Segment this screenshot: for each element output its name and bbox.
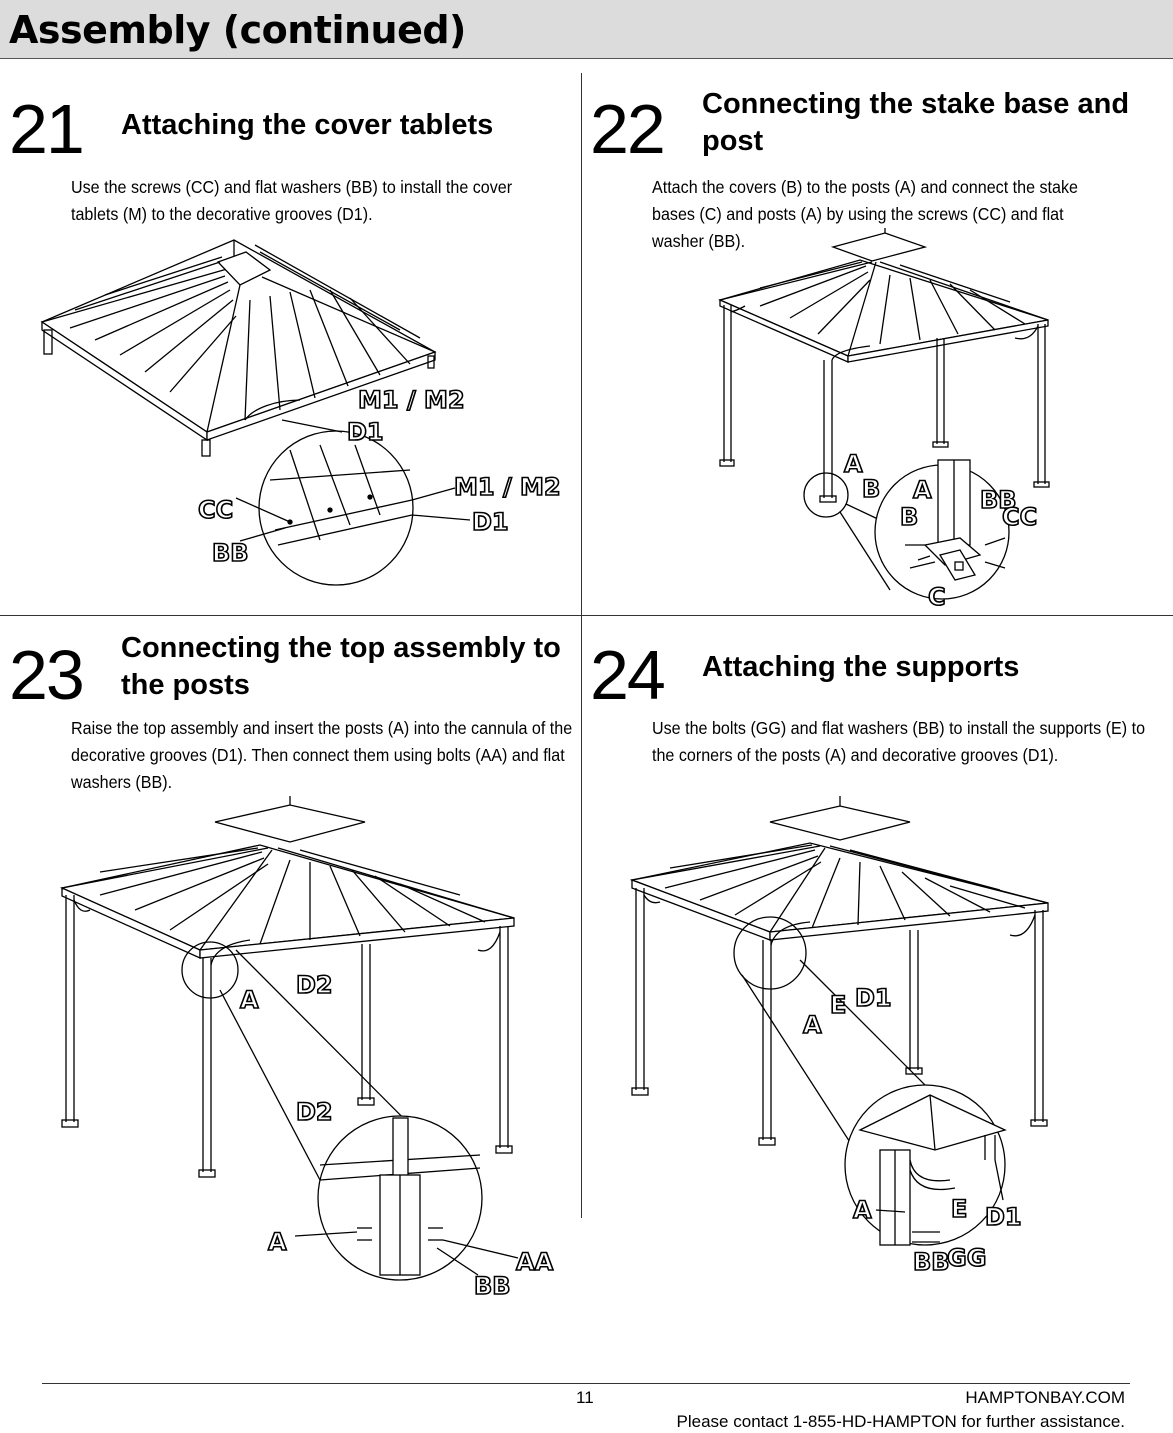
step-22: 22 Connecting the stake base and post At… — [590, 88, 1165, 609]
step-title: Attaching the supports — [702, 651, 1020, 683]
step-21-illustration: M1 / M2 D1 M1 / M2 D1 CC BB — [40, 239, 561, 586]
step-description: Use the screws (CC) and flat washers (BB… — [71, 177, 513, 224]
label-m1-m2: M1 / M2 — [358, 386, 465, 414]
step-22-illustration: A B B A BB CC C — [718, 228, 1050, 612]
footer-contact: Please contact 1-855-HD-HAMPTON for furt… — [676, 1412, 1125, 1431]
vertical-divider — [581, 73, 582, 1218]
label-c: C — [928, 583, 946, 611]
label-b: B — [900, 503, 918, 531]
step-23: 23 Connecting the top assembly to the po… — [9, 632, 579, 800]
step-description: Attach the covers (B) to the posts (A) a… — [652, 177, 1078, 251]
step-24: 24 Attaching the supports Use the bolts … — [590, 640, 1165, 800]
label-a: A — [853, 1196, 872, 1224]
label-a: A — [803, 1011, 822, 1039]
step-number: 24 — [590, 636, 666, 714]
step-number: 22 — [590, 90, 666, 168]
label-d1: D1 — [347, 418, 384, 446]
page-title: Assembly (continued) — [9, 8, 466, 52]
step-description: Use the bolts (GG) and flat washers (BB)… — [652, 718, 1146, 765]
label-cc: CC — [198, 496, 233, 524]
label-a: A — [913, 476, 932, 504]
page-header: Assembly (continued) — [0, 0, 1173, 59]
step-description: Raise the top assembly and insert the po… — [71, 718, 573, 792]
step-title: Attaching the cover tablets — [121, 109, 494, 141]
label-e: E — [830, 991, 846, 1019]
label-a: A — [240, 986, 259, 1014]
label-gg: GG — [947, 1244, 986, 1272]
label-b: B — [862, 475, 880, 503]
label-d2: D2 — [296, 971, 333, 999]
label-a: A — [268, 1228, 287, 1256]
label-bb: BB — [980, 486, 1017, 514]
step-23-illustration: A D2 D2 A AA BB — [59, 796, 554, 1301]
step-number: 21 — [9, 90, 85, 168]
page-number: 11 — [576, 1388, 594, 1407]
step-24-illustration: E D1 A A E D1 BB GG — [629, 796, 1049, 1277]
label-d2: D2 — [296, 1098, 333, 1126]
label-m1-m2: M1 / M2 — [454, 473, 561, 501]
label-e: E — [951, 1195, 967, 1223]
step-title: Connecting the top assembly to the posts — [121, 632, 561, 701]
step-number: 23 — [9, 636, 85, 714]
label-cc: CC — [1002, 503, 1037, 531]
label-d1: D1 — [472, 508, 509, 536]
label-bb: BB — [212, 539, 249, 567]
label-bb: BB — [913, 1248, 950, 1276]
label-d1: D1 — [855, 984, 892, 1012]
label-bb: BB — [474, 1272, 511, 1300]
footer-website: HAMPTONBAY.COM — [965, 1388, 1125, 1407]
label-aa: AA — [516, 1248, 554, 1276]
footer-divider — [42, 1383, 1130, 1384]
label-a: A — [844, 450, 863, 478]
horizontal-divider — [0, 615, 1173, 616]
label-d1: D1 — [985, 1203, 1022, 1231]
step-21: 21 Attaching the cover tablets Use the s… — [9, 94, 579, 609]
step-title: Connecting the stake base and post — [702, 88, 1130, 157]
